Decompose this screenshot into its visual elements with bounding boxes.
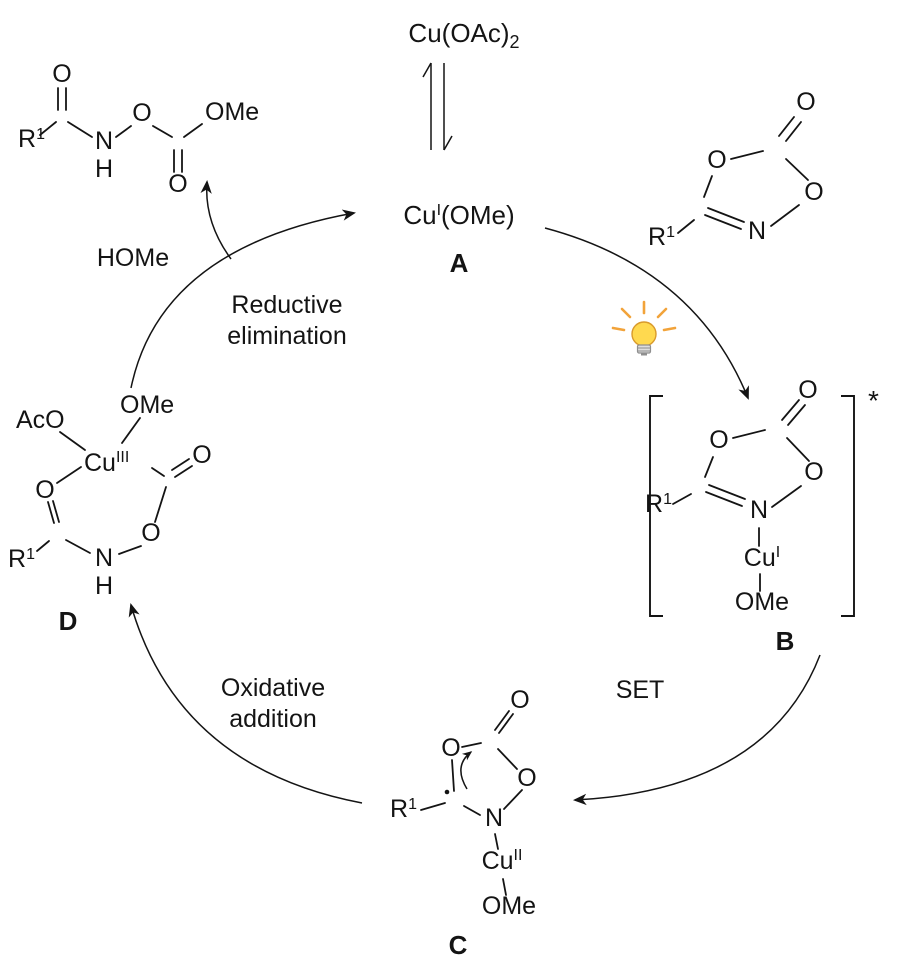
intermediate-b-bonds — [672, 399, 810, 592]
electron-shift-arrow — [460, 751, 473, 790]
set-step-label: SET — [616, 676, 665, 704]
atom-label-oxygen: O — [35, 476, 54, 504]
reductive-elimination-label: Reductive elimination — [227, 291, 347, 350]
cycle-arrow-b-to-c — [572, 654, 821, 806]
methoxy-label: OMe — [120, 391, 174, 419]
atom-label-oxygen: O — [132, 99, 151, 127]
atom-label-oxygen: O — [441, 734, 460, 762]
atom-label-oxygen: O — [796, 88, 815, 116]
species-a-label: A — [450, 248, 469, 278]
atom-label-nitrogen: N — [95, 544, 113, 572]
r-group-label: R1 — [390, 795, 417, 823]
equilibrium-arrow — [422, 62, 453, 151]
atom-label-oxygen: O — [709, 426, 728, 454]
atom-label-oxygen: O — [192, 441, 211, 469]
radical-dot — [444, 789, 450, 795]
r-group-label: R1 — [18, 125, 45, 153]
atom-label-nitrogen: N — [485, 804, 503, 832]
species-b-label: B — [776, 626, 795, 656]
atom-label-oxygen: O — [52, 60, 71, 88]
atom-label-oxygen: O — [510, 686, 529, 714]
intermediate-d-bonds — [36, 417, 193, 555]
atom-label-nitrogen: N — [750, 496, 768, 524]
atom-label-oxygen: O — [168, 170, 187, 198]
product-bonds — [39, 87, 203, 173]
atom-label-oxygen: O — [798, 376, 817, 404]
svg-text:Oxidative: Oxidative — [221, 674, 325, 702]
acetoxy-label: AcO — [16, 406, 65, 434]
atom-label-hydrogen: H — [95, 572, 113, 600]
species-a-formula: CuI(OMe) — [403, 200, 514, 230]
right-bracket — [841, 395, 855, 617]
left-bracket — [649, 395, 663, 617]
copper-center-label: CuIII — [84, 449, 129, 477]
dioxazolone-bonds — [677, 116, 809, 234]
r-group-label: R1 — [648, 223, 675, 251]
species-c-label: C — [449, 930, 468, 960]
lightbulb-icon — [611, 300, 677, 356]
atom-label-oxygen: O — [141, 519, 160, 547]
intermediate-c-structure: R1 O O O N CuII OMe — [390, 686, 537, 920]
cycle-arrow-d-to-a — [130, 209, 356, 389]
svg-text:addition: addition — [229, 705, 317, 733]
methoxy-label: OMe — [205, 98, 259, 126]
copper-center-label: CuII — [482, 847, 523, 875]
methoxy-label: OMe — [482, 892, 536, 920]
atom-label-oxygen: O — [707, 146, 726, 174]
intermediate-b-structure: * R1 N O O O CuI OMe — [645, 376, 879, 617]
dioxazolone-structure: R1 N O O O — [648, 88, 824, 251]
atom-label-nitrogen: N — [95, 127, 113, 155]
copper-center-label: CuI — [744, 544, 780, 572]
species-d-label: D — [59, 606, 78, 636]
atom-label-hydrogen: H — [95, 155, 113, 183]
atom-label-nitrogen: N — [748, 217, 766, 245]
atom-label-oxygen: O — [804, 458, 823, 486]
intermediate-d-structure: AcO OMe CuIII O O N H O R1 — [8, 391, 212, 600]
atom-label-oxygen: O — [804, 178, 823, 206]
r-group-label: R1 — [645, 490, 672, 518]
svg-text:elimination: elimination — [227, 322, 347, 350]
intermediate-c-bonds — [420, 710, 523, 896]
cycle-arrow-c-to-d — [128, 603, 363, 804]
atom-label-oxygen: O — [517, 764, 536, 792]
product-release-arrow — [200, 179, 232, 260]
precatalyst-formula: Cu(OAc)2 — [408, 18, 519, 52]
product-structure: O R1 N H O O OMe — [18, 60, 259, 198]
methoxy-label: OMe — [735, 588, 789, 616]
oxidative-addition-label: Oxidative addition — [221, 674, 325, 733]
byproduct-label: HOMe — [97, 244, 169, 272]
svg-text:Reductive: Reductive — [231, 291, 342, 319]
excited-state-mark: * — [868, 385, 879, 416]
r-group-label: R1 — [8, 545, 35, 573]
cycle-arrow-a-to-b — [544, 227, 749, 400]
